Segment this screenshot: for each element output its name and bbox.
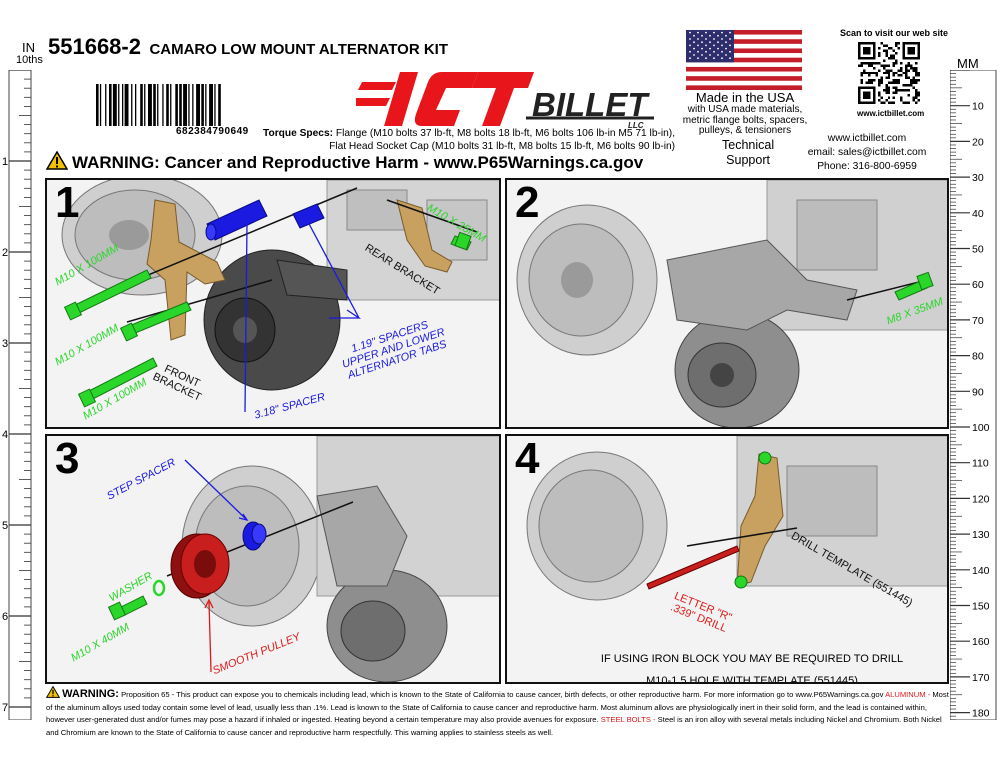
tech-line2: Support [726,153,770,167]
tech-line1: Technical [722,138,775,152]
barcode-number: 682384790649 [176,126,249,137]
ruler-mm-label: 80 [972,351,984,363]
step-1-panel: 1 M10 X 100MM M10 X 100MM M10 X 100MM M1… [45,178,501,429]
ruler-mm-label: 160 [972,636,990,648]
ruler-mm-label: 180 [972,708,990,720]
ruler-mm-label: 30 [972,172,984,184]
iron-note-line2: M10-1.5 HOLE WITH TEMPLATE (551445) [646,675,858,684]
step-2-illustration [507,180,947,427]
qr-caption: Scan to visit our web site [840,28,949,38]
ruler-mm-label: 70 [972,315,984,327]
footer-warning-label: WARNING: [62,688,119,700]
step-3-illustration [47,436,499,682]
torque-line1: Flange (M10 bolts 37 lb-ft, M8 bolts 18 … [335,128,676,139]
part-number: 551668-2 [48,34,141,59]
made-line2: with USA made materials, [687,104,803,115]
warning-icon [46,151,68,170]
ict-billet-logo: BILLET LLC [352,66,656,130]
footer-text-2: Most of the aluminum alloys used today c… [46,690,949,724]
ruler-mm-label: 60 [972,279,984,291]
warning-icon-footer [45,685,61,698]
ruler-mm-label: 20 [972,136,984,148]
ruler-mm-label: 130 [972,529,990,541]
made-line3: metric flange bolts, spacers, [682,114,808,126]
ruler-inch-label: 6 [2,611,8,623]
usa-flag [686,30,802,90]
ruler-mm-label: 150 [972,601,990,613]
ruler-mm-label: 50 [972,244,984,256]
barcode [96,84,221,126]
ruler-mm-label: 10 [972,101,984,113]
ruler-mm-label: 110 [972,458,989,470]
contact-phone: Phone: 316-800-6959 [817,161,917,172]
step-2-panel: 2 M8 X 35MM [505,178,949,429]
step-4-illustration [507,436,947,682]
made-line1: Made in the USA [695,90,795,105]
step-number-3: 3 [55,434,80,483]
ruler-mm-label: 140 [972,565,990,577]
ruler-mm-label: 170 [972,672,990,684]
iron-note-line1: IF USING IRON BLOCK YOU MAY BE REQUIRED … [600,653,904,665]
contact-web[interactable]: www.ictbillet.com [827,133,907,144]
brand-llc-text: LLC [628,121,644,130]
qr-code[interactable] [858,40,920,106]
ruler-unit-tenths: 10ths [16,54,43,66]
ruler-inch-label: 2 [2,247,8,259]
qr-url[interactable]: www.ictbillet.com [857,109,925,118]
footer-text-1: Proposition 65 - This product can expose… [121,690,884,699]
footer-steel-label: STEEL BOLTS - [600,715,656,724]
ruler-inch-label: 3 [2,338,8,350]
torque-line2: Flat Head Socket Cap (M10 bolts 31 lb-ft… [329,141,676,152]
step-4-panel: 4 DRILL TEMPLATE (551445) LETTER "R" .33… [505,434,949,684]
made-line4: pulleys, & tensioners [698,125,792,136]
contact-info: www.ictbillet.com email: sales@ictbillet… [782,132,952,174]
warning-header-text: WARNING: Cancer and Reproductive Harm - … [72,153,644,172]
ruler-inch-label: 4 [2,429,8,441]
torque-label: Torque Specs: [263,128,334,139]
step-number-2: 2 [515,178,540,227]
contact-email[interactable]: email: sales@ictbillet.com [807,147,927,158]
made-in-usa: Made in the USA with USA made materials,… [670,91,820,137]
prop65-footer: WARNING: Proposition 65 - This product c… [45,685,954,739]
ruler-inch-label: 1 [2,156,8,168]
ruler-inch-label: 7 [2,702,8,714]
footer-text-3: Steel is an iron alloy with several meta… [46,715,942,737]
ruler-mm-label: 90 [972,386,984,398]
ruler-unit-mm: MM [957,56,979,71]
ruler-inch-label: 5 [2,520,8,532]
step-1-illustration [47,180,499,427]
step-number-1: 1 [55,178,80,227]
ruler-mm-label: 100 [972,422,990,434]
ruler-mm-label: 120 [972,493,990,505]
torque-specs: Torque Specs: Flange (M10 bolts 37 lb-ft… [263,127,675,153]
warning-header: WARNING: Cancer and Reproductive Harm - … [46,151,643,173]
kit-name: CAMARO LOW MOUNT ALTERNATOR KIT [149,41,449,58]
iron-block-note: IF USING IRON BLOCK YOU MAY BE REQUIRED … [597,648,907,684]
tech-support-label: Technical Support [722,138,774,168]
inch-ruler: 1 2 3 4 5 6 7 [2,70,32,720]
step-3-panel: 3 STEP SPACER WASHER M10 X 40MM SMOOTH P… [45,434,501,684]
page-title: 551668-2 CAMARO LOW MOUNT ALTERNATOR KIT [48,34,448,60]
ruler-unit-inches: IN [22,40,35,55]
mm-ruler: 10 20 30 40 50 60 70 80 90 100 110 120 130 140 150 160 1… [950,70,997,720]
step-number-4: 4 [515,434,540,483]
footer-aluminum-label: ALUMINUM - [885,690,931,699]
ruler-mm-label: 40 [972,208,984,220]
